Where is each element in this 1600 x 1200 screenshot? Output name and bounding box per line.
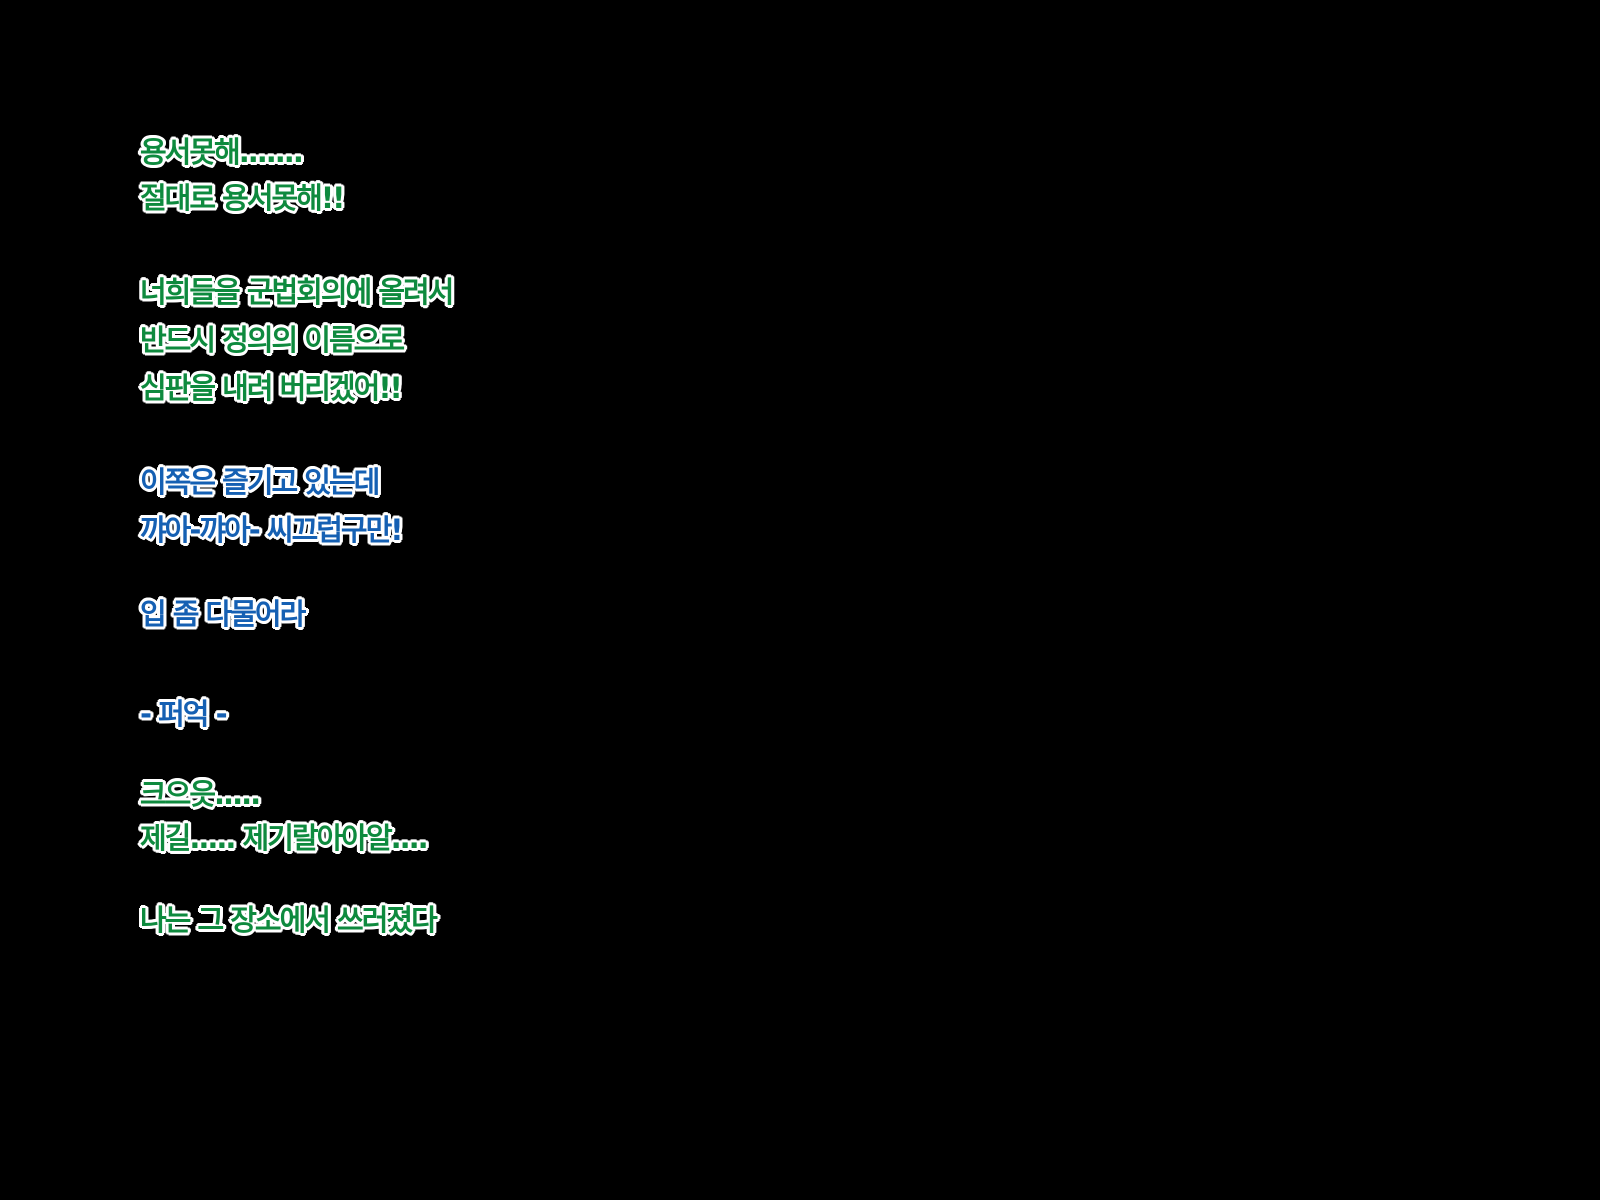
dialogue-line-7: 꺄아-꺄아- 씨끄럽구만!: [140, 513, 404, 547]
dialogue-line-1: 용서못해.......: [140, 135, 304, 169]
dialogue-line-5: 심판을 내려 버리겠어!!: [140, 371, 403, 405]
dialogue-line-10: 크으읏.....: [140, 777, 261, 811]
sound-effect-line: - 퍼억 -: [140, 697, 228, 731]
narration-line: 나는 그 장소에서 쓰러졌다: [140, 903, 438, 937]
dialogue-line-6: 이쪽은 즐기고 있는데: [140, 465, 380, 499]
dialogue-line-4: 반드시 정의의 이름으로: [140, 323, 405, 357]
dialogue-line-2: 절대로 용서못해!!: [140, 181, 345, 215]
dialogue-line-3: 너희들을 군법회의에 올려서: [140, 275, 454, 309]
dialogue-line-11: 제길..... 제기랄아아알....: [140, 821, 429, 855]
dialogue-line-8: 입 좀 다물어라: [140, 597, 306, 631]
